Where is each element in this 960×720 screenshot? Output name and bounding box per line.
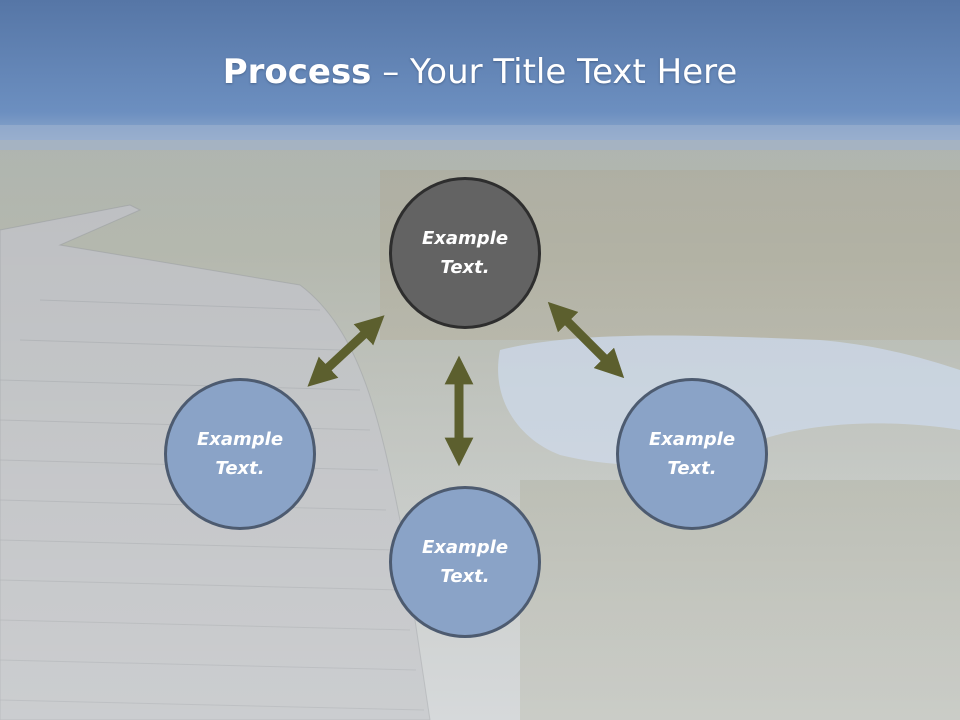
node-left: Example Text. [164, 378, 316, 530]
node-left-line2: Text. [215, 458, 265, 479]
node-top-line1: Example [421, 228, 509, 249]
node-bottom-line2: Text. [440, 566, 490, 587]
node-right: Example Text. [616, 378, 768, 530]
node-top: Example Text. [389, 177, 541, 329]
arrow-top-right [547, 301, 625, 379]
title-rest: – Your Title Text Here [371, 52, 738, 92]
arrow-top-left [307, 315, 385, 387]
node-bottom: Example Text. [389, 486, 541, 638]
node-right-line1: Example [648, 429, 736, 450]
node-right-line2: Text. [667, 458, 717, 479]
slide-title: Process – Your Title Text Here [0, 52, 960, 92]
title-bold: Process [222, 52, 372, 92]
node-bottom-line1: Example [421, 537, 509, 558]
node-left-line1: Example [196, 429, 284, 450]
node-top-line2: Text. [440, 257, 490, 278]
